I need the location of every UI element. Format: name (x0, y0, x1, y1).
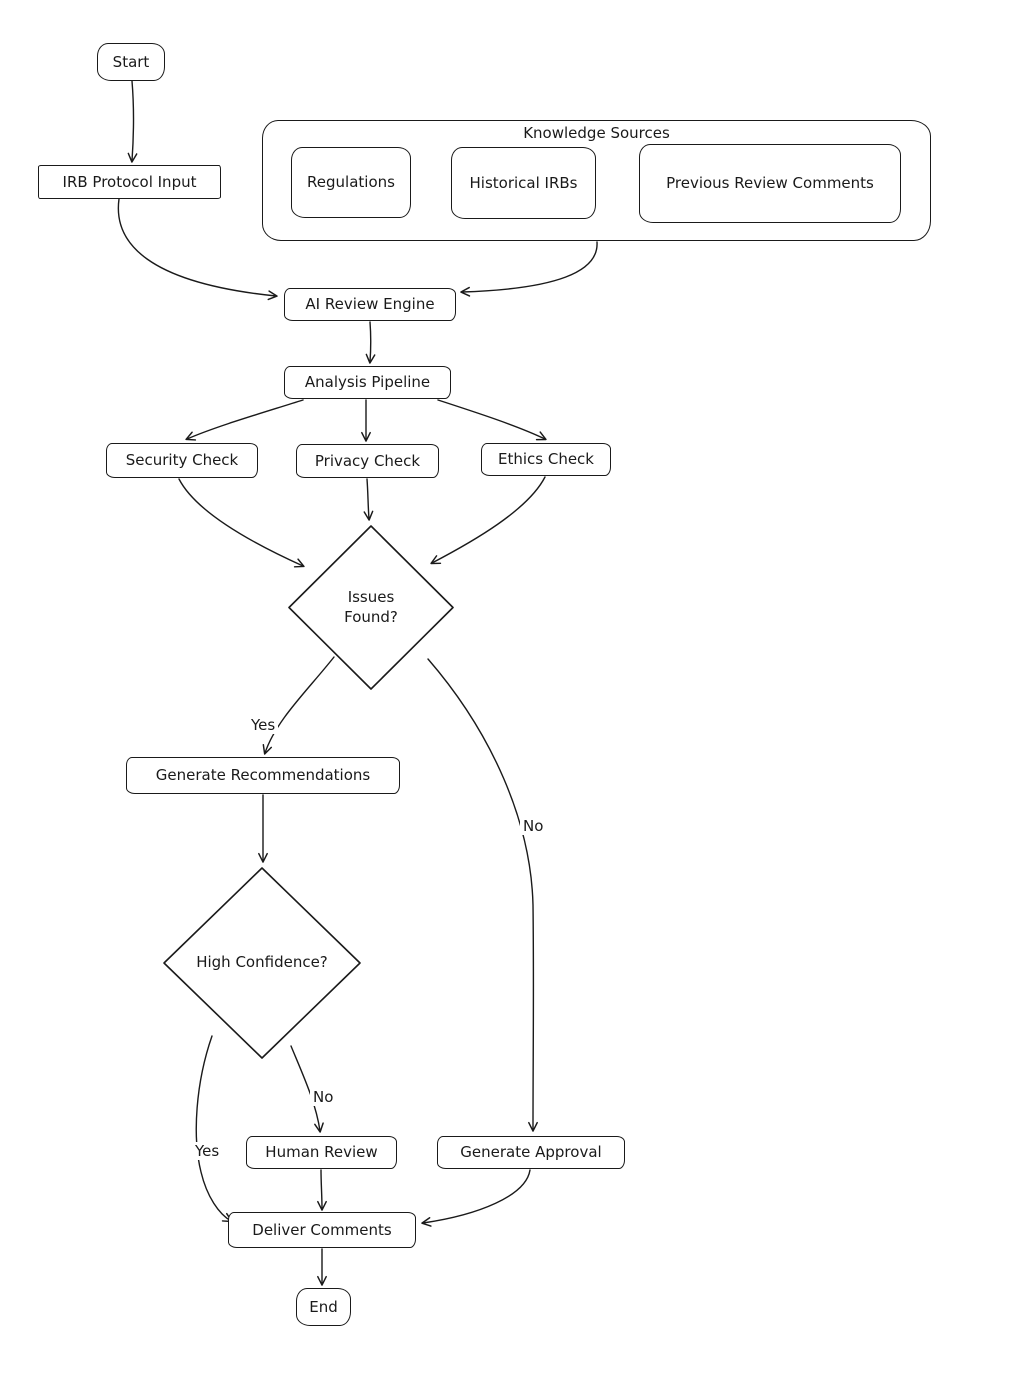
issues-found-diamond-shape (288, 525, 454, 690)
edge-analysis-to-ethics (437, 399, 547, 441)
edge-ai-review-to-analysis (365, 321, 376, 364)
edge-knowledge-to-ai-review (460, 241, 598, 297)
edge-ethics-to-issues (430, 476, 546, 565)
node-previous-review-comments: Previous Review Comments (639, 144, 901, 223)
node-regulations-label: Regulations (307, 173, 395, 192)
node-human-review-label: Human Review (265, 1143, 378, 1162)
node-issues-found-label: Issues Found? (344, 588, 398, 626)
edge-confidence-no-to-human-review (290, 1045, 324, 1133)
node-irb-protocol-input: IRB Protocol Input (38, 165, 221, 199)
node-generate-recommendations: Generate Recommendations (126, 757, 400, 794)
node-end: End (296, 1288, 351, 1326)
node-irb-protocol-input-label: IRB Protocol Input (62, 172, 197, 191)
edge-label-issues-yes: Yes (248, 716, 279, 734)
edge-security-to-issues (178, 478, 305, 568)
group-knowledge-sources: Knowledge Sources (262, 120, 931, 241)
node-ai-review-engine: AI Review Engine (284, 288, 456, 321)
node-regulations: Regulations (291, 147, 411, 218)
edge-issues-yes-to-recommendations (262, 656, 335, 755)
node-privacy-check: Privacy Check (296, 444, 439, 478)
node-deliver-comments-label: Deliver Comments (252, 1220, 392, 1239)
node-ethics-check-label: Ethics Check (497, 450, 594, 469)
edge-approval-to-deliver (421, 1169, 531, 1227)
node-security-check: Security Check (106, 443, 258, 478)
node-generate-approval: Generate Approval (437, 1136, 625, 1169)
node-analysis-pipeline-label: Analysis Pipeline (304, 373, 431, 392)
node-security-check-label: Security Check (125, 451, 239, 470)
node-privacy-check-label: Privacy Check (314, 451, 421, 470)
edge-issues-no-to-approval (427, 658, 538, 1132)
edge-start-to-irb (127, 80, 138, 163)
node-previous-review-comments-label: Previous Review Comments (666, 174, 874, 193)
node-historical-irbs: Historical IRBs (451, 147, 596, 219)
high-confidence-diamond-shape (163, 867, 361, 1059)
node-ai-review-engine-label: AI Review Engine (305, 295, 435, 314)
node-start: Start (97, 43, 165, 81)
edge-label-confidence-no: No (310, 1088, 337, 1106)
group-knowledge-sources-label: Knowledge Sources (515, 124, 678, 142)
node-start-label: Start (112, 52, 150, 71)
node-deliver-comments: Deliver Comments (228, 1212, 416, 1248)
edge-privacy-to-issues (363, 478, 374, 521)
edge-confidence-yes-to-deliver (195, 1035, 233, 1223)
node-ethics-check: Ethics Check (481, 443, 611, 476)
edge-label-issues-no: No (520, 817, 547, 835)
node-end-label: End (309, 1297, 338, 1316)
node-high-confidence-label: High Confidence? (196, 953, 328, 972)
node-historical-irbs-label: Historical IRBs (469, 173, 578, 192)
edge-label-confidence-yes: Yes (192, 1142, 223, 1160)
edge-human-review-to-deliver (317, 1169, 327, 1211)
node-analysis-pipeline: Analysis Pipeline (284, 366, 451, 399)
node-human-review: Human Review (246, 1136, 397, 1169)
node-issues-found: Issues Found? (287, 524, 455, 691)
edge-analysis-to-security (185, 399, 304, 441)
node-generate-recommendations-label: Generate Recommendations (155, 766, 371, 785)
node-high-confidence: High Confidence? (162, 866, 362, 1060)
node-generate-approval-label: Generate Approval (460, 1143, 602, 1162)
edge-irb-to-ai-review (117, 198, 278, 301)
